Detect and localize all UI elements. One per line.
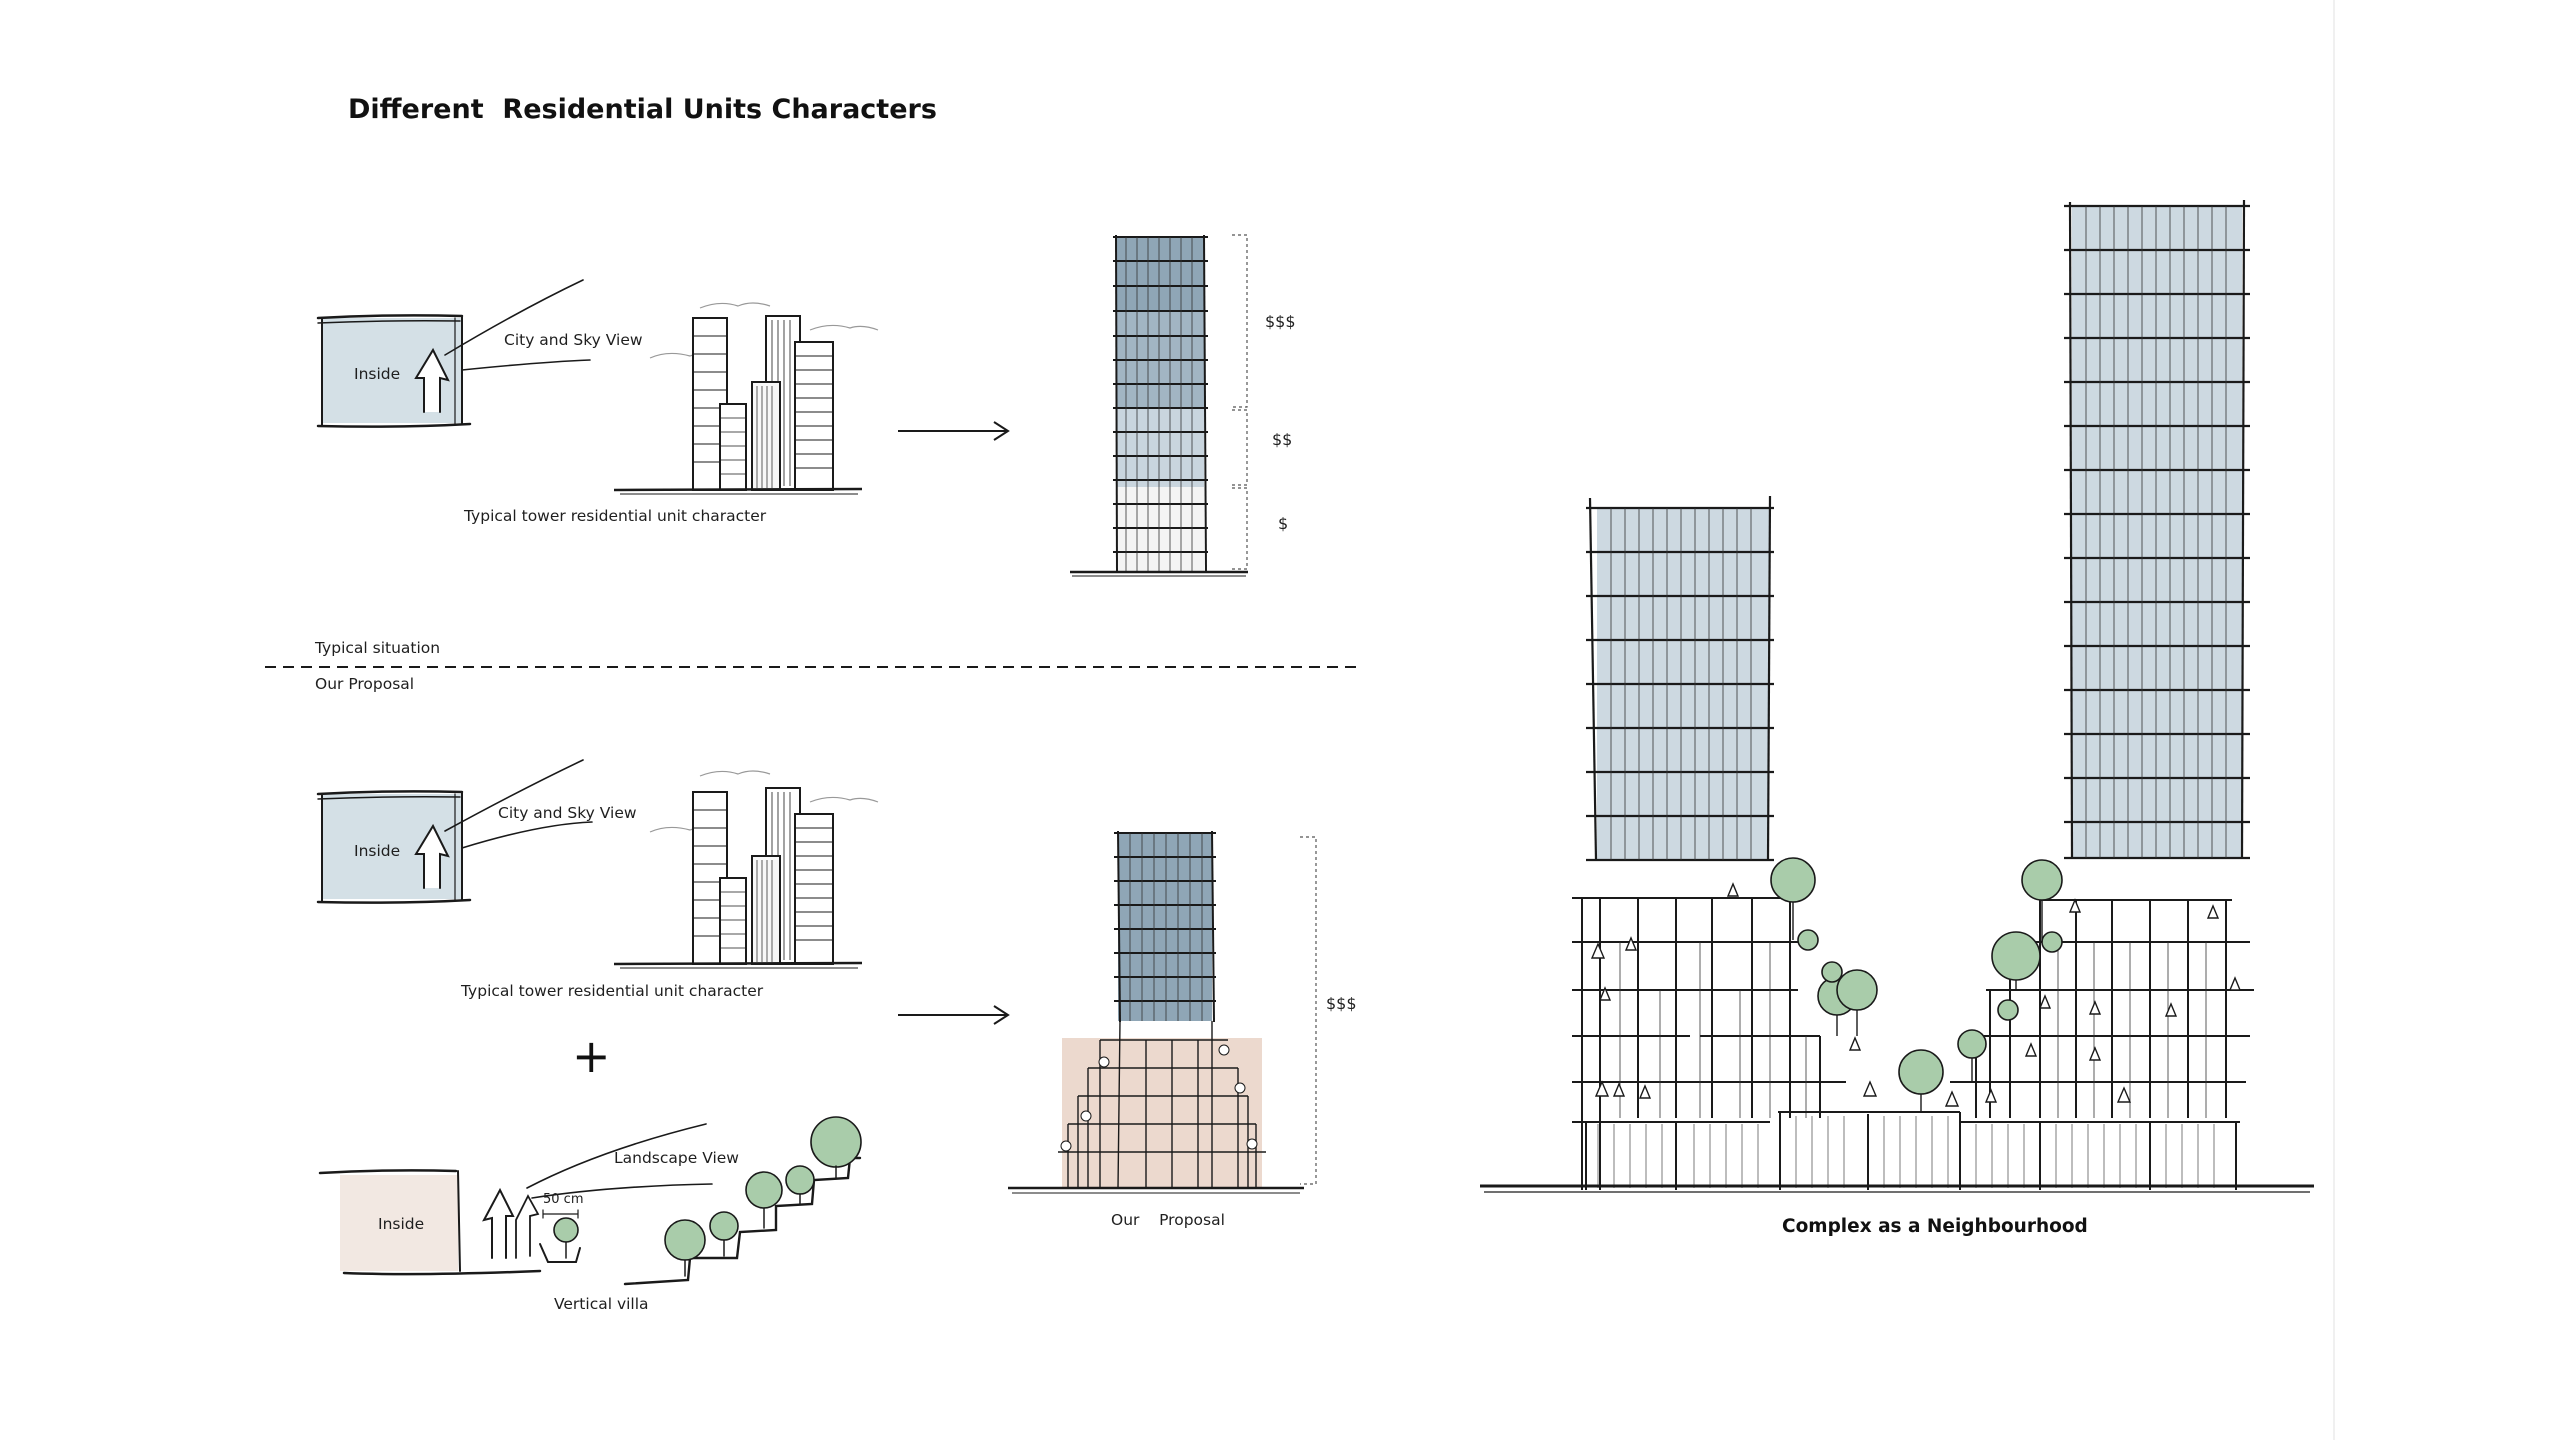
proposal-tower bbox=[1008, 830, 1304, 1194]
complex-caption: Complex as a Neighbourhood bbox=[1782, 1216, 2088, 1237]
proposal-result-label: Our Proposal bbox=[1111, 1211, 1225, 1229]
diagram-title: Different Residential Units Characters bbox=[348, 94, 937, 125]
villa-caption: Vertical villa bbox=[554, 1295, 649, 1313]
typical-arrow bbox=[898, 421, 1010, 441]
complex-illustration bbox=[1480, 199, 2314, 1193]
typical-view-label: City and Sky View bbox=[504, 331, 643, 349]
our-proposal-label: Our Proposal bbox=[315, 675, 414, 693]
proposal-inside-label: Inside bbox=[354, 842, 400, 860]
villa-dimension-label: 50 cm bbox=[543, 1192, 584, 1207]
proposal-price-tier: $$$ bbox=[1326, 994, 1357, 1013]
proposal-unit-sketch bbox=[316, 759, 593, 904]
price-tier-high: $$$ bbox=[1265, 312, 1296, 331]
typical-inside-label: Inside bbox=[354, 365, 400, 383]
typical-situation-label: Typical situation bbox=[314, 639, 440, 657]
proposal-view-label: City and Sky View bbox=[498, 804, 637, 822]
typical-tower bbox=[1070, 234, 1248, 577]
typical-caption: Typical tower residential unit character bbox=[463, 507, 767, 525]
villa-view-label: Landscape View bbox=[614, 1149, 739, 1167]
proposal-arrow bbox=[898, 1005, 1010, 1025]
typical-price-brackets bbox=[1232, 234, 1248, 570]
price-tier-low: $ bbox=[1278, 514, 1288, 533]
typical-city-skyline bbox=[613, 302, 879, 495]
villa-inside-label: Inside bbox=[378, 1215, 424, 1233]
plus-sign: + bbox=[572, 1029, 611, 1083]
vertical-villa-sketch bbox=[318, 1116, 862, 1286]
price-tier-mid: $$ bbox=[1272, 430, 1292, 449]
proposal-price-bracket bbox=[1300, 836, 1317, 1185]
proposal-city-skyline bbox=[613, 770, 879, 969]
typical-unit-sketch bbox=[316, 279, 591, 428]
proposal-caption: Typical tower residential unit character bbox=[460, 982, 764, 1000]
